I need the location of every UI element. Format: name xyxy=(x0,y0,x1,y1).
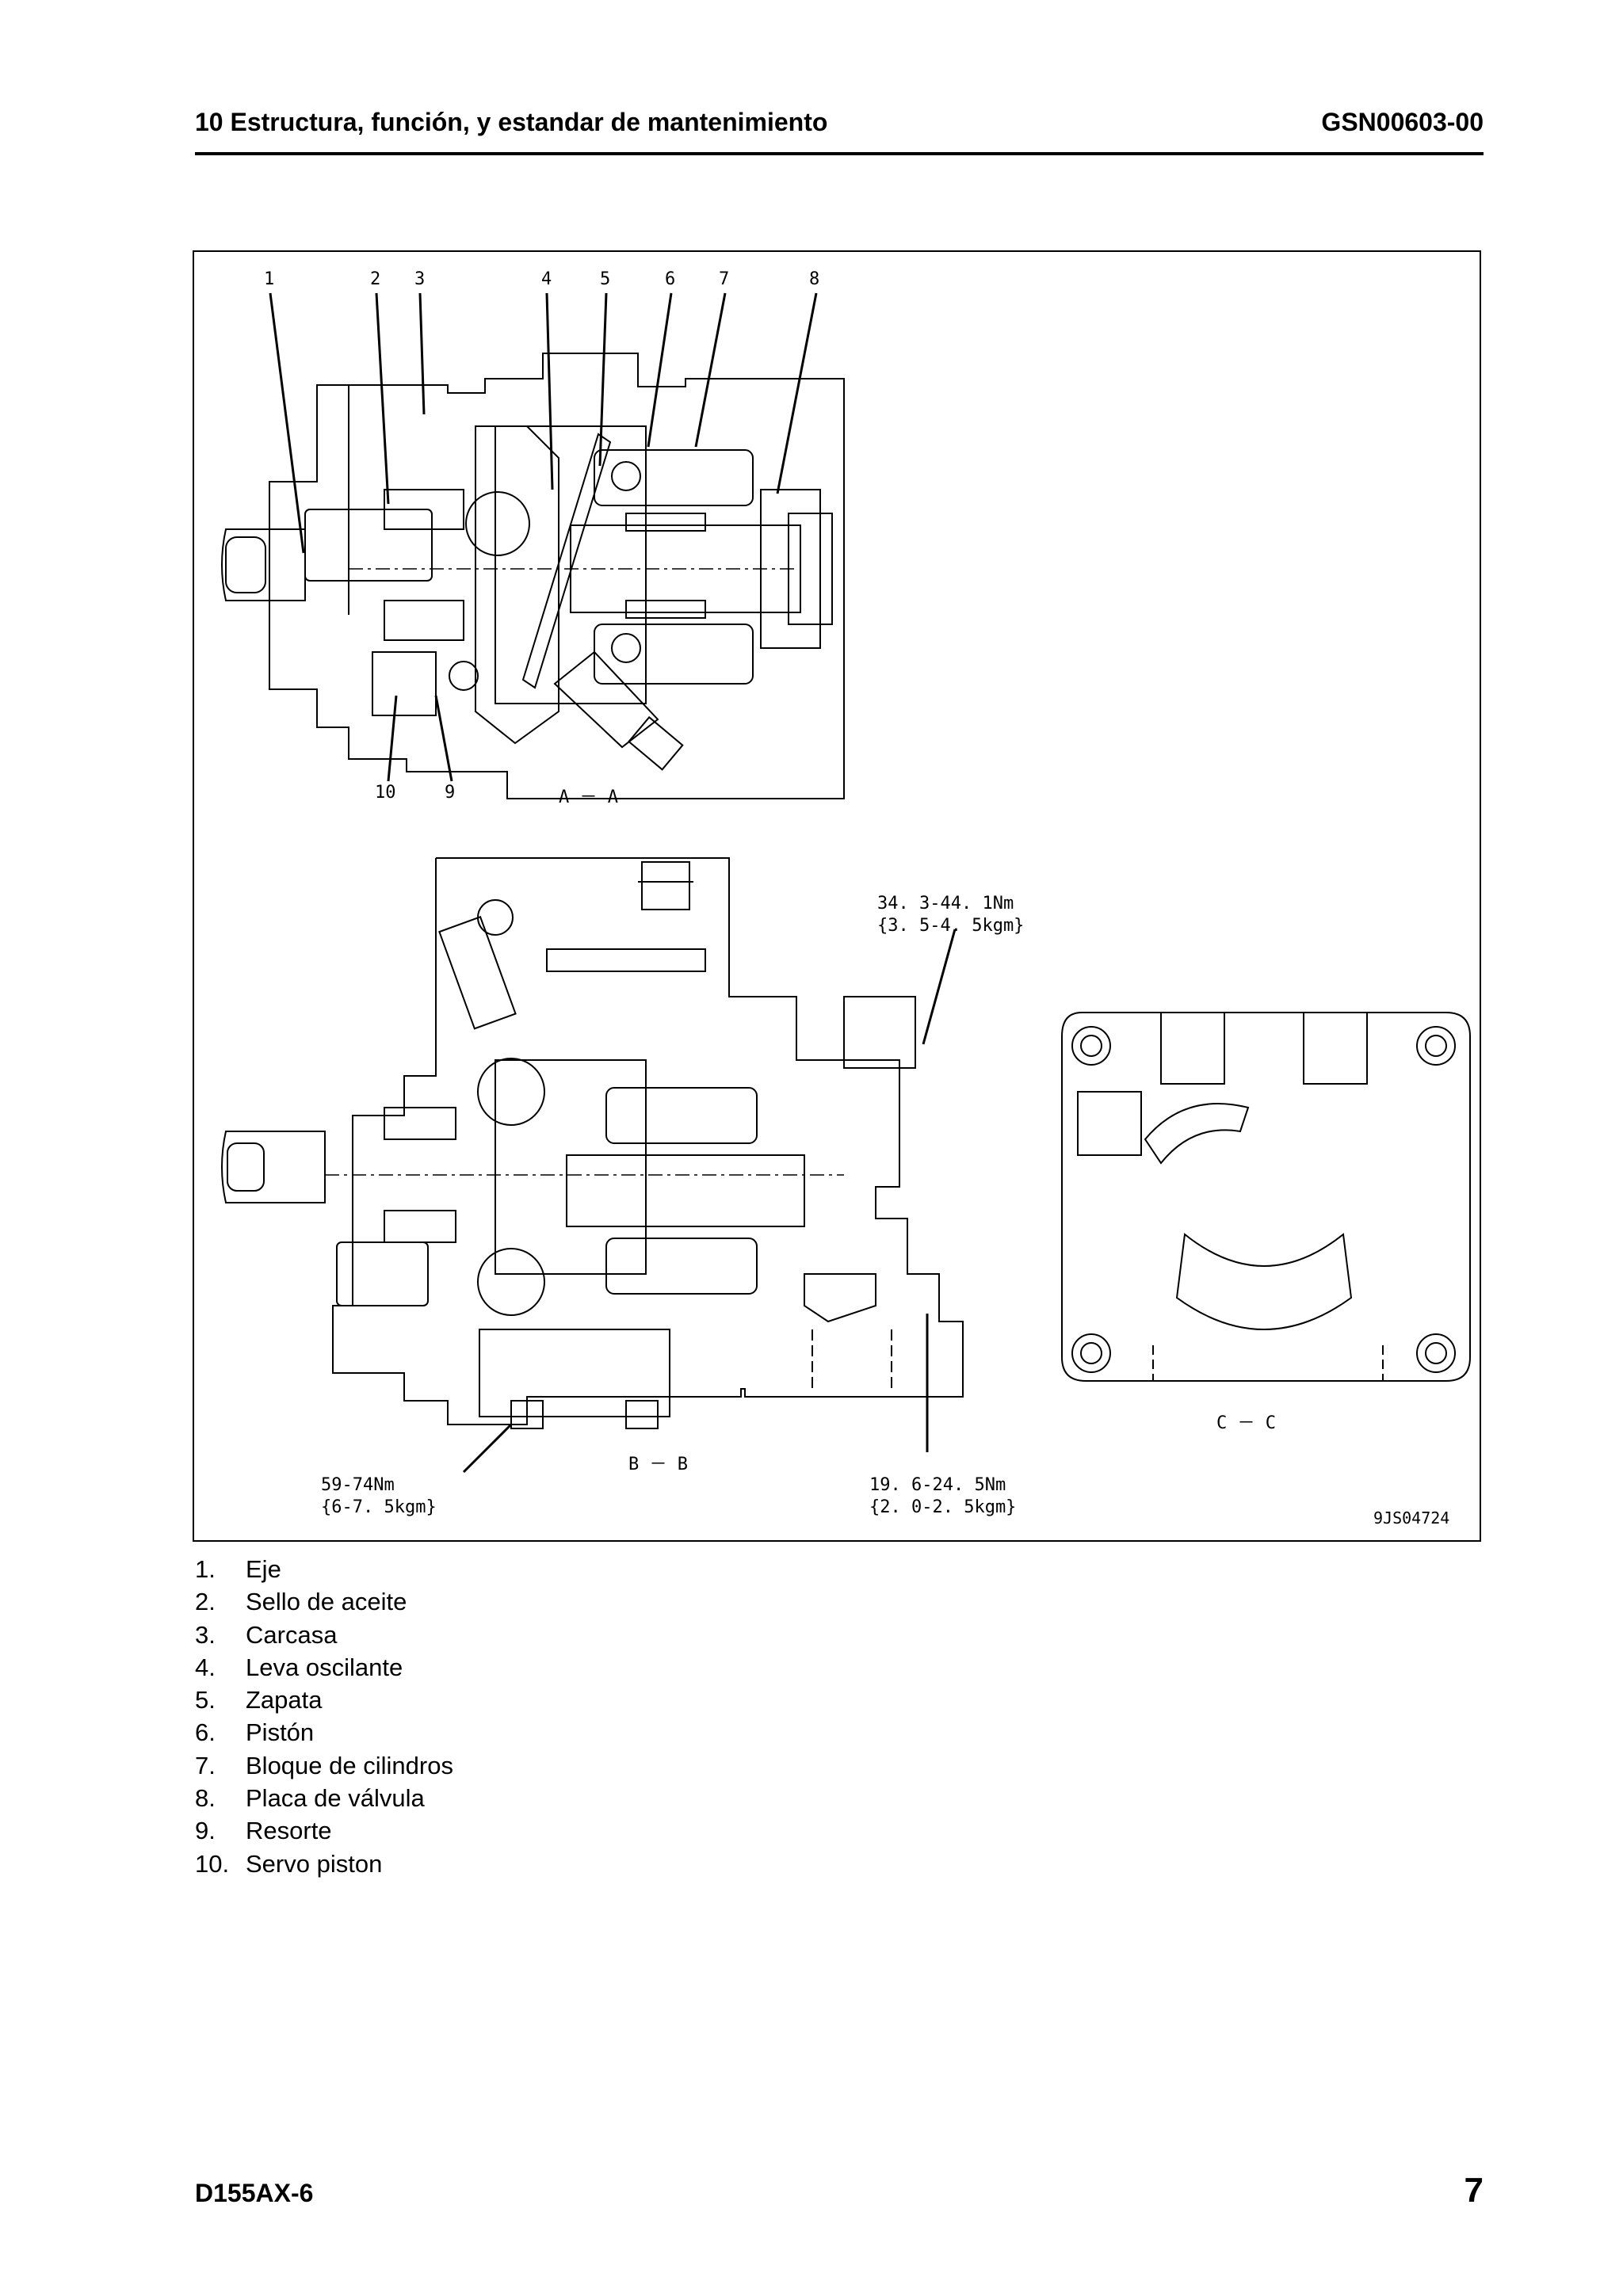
callout-8: 8 xyxy=(809,269,820,289)
callout-5: 5 xyxy=(600,269,611,289)
legend-item: 4.Leva oscilante xyxy=(195,1653,403,1681)
torque-leaders-bb xyxy=(462,929,957,1474)
legend-item: 5.Zapata xyxy=(195,1686,323,1714)
callout-7: 7 xyxy=(719,269,730,289)
callout-1: 1 xyxy=(264,269,275,289)
torque-spec-right-kgm: {2. 0-2. 5kgm} xyxy=(869,1497,1017,1517)
legend-item: 9.Resorte xyxy=(195,1817,332,1845)
callout-leaders-aa xyxy=(269,292,818,782)
legend-item: 1.Eje xyxy=(195,1555,281,1583)
callout-2: 2 xyxy=(370,269,381,289)
legend-item: 3.Carcasa xyxy=(195,1620,338,1649)
pump-cross-section-figure: 1 2 3 4 5 6 7 8 10 9 A － A B － B C － C 3… xyxy=(193,250,1481,1542)
drawing-code: 9JS04724 xyxy=(1373,1508,1450,1527)
callout-10: 10 xyxy=(375,783,396,803)
legend-item: 8.Placa de válvula xyxy=(195,1784,425,1813)
section-cc-drawing xyxy=(1061,1012,1471,1382)
legend-item: 2.Sello de aceite xyxy=(195,1588,407,1616)
section-aa-drawing xyxy=(221,353,845,799)
section-cc-label: C － C xyxy=(1216,1413,1276,1433)
callout-4: 4 xyxy=(541,269,552,289)
torque-spec-left-value: 59-74Nm xyxy=(321,1475,395,1495)
torque-spec-left-kgm: {6-7. 5kgm} xyxy=(321,1497,437,1517)
page-number: 7 xyxy=(1464,2171,1484,2210)
section-aa-label: A － A xyxy=(559,788,618,807)
torque-spec-right-value: 19. 6-24. 5Nm xyxy=(869,1475,1006,1495)
parts-legend: 1.Eje 2.Sello de aceite 3.Carcasa 4.Leva… xyxy=(195,1553,453,1880)
callout-9: 9 xyxy=(445,783,456,803)
torque-spec-upper-value: 34. 3-44. 1Nm xyxy=(877,894,1014,913)
header-rule xyxy=(195,152,1484,155)
callout-3: 3 xyxy=(414,269,426,289)
callout-6: 6 xyxy=(665,269,676,289)
machine-model: D155AX-6 xyxy=(195,2179,314,2207)
legend-item: 6.Pistón xyxy=(195,1718,315,1747)
section-bb-label: B － B xyxy=(628,1455,688,1474)
page-header-title: 10 Estructura, función, y estandar de ma… xyxy=(195,108,828,136)
cross-section-drawing xyxy=(221,292,1471,1474)
legend-item: 7.Bloque de cilindros xyxy=(195,1751,453,1779)
document-code: GSN00603-00 xyxy=(1321,108,1484,136)
section-bb-drawing xyxy=(221,857,964,1429)
legend-item: 10.Servo piston xyxy=(195,1849,383,1878)
torque-spec-upper-kgm: {3. 5-4. 5kgm} xyxy=(877,916,1025,936)
